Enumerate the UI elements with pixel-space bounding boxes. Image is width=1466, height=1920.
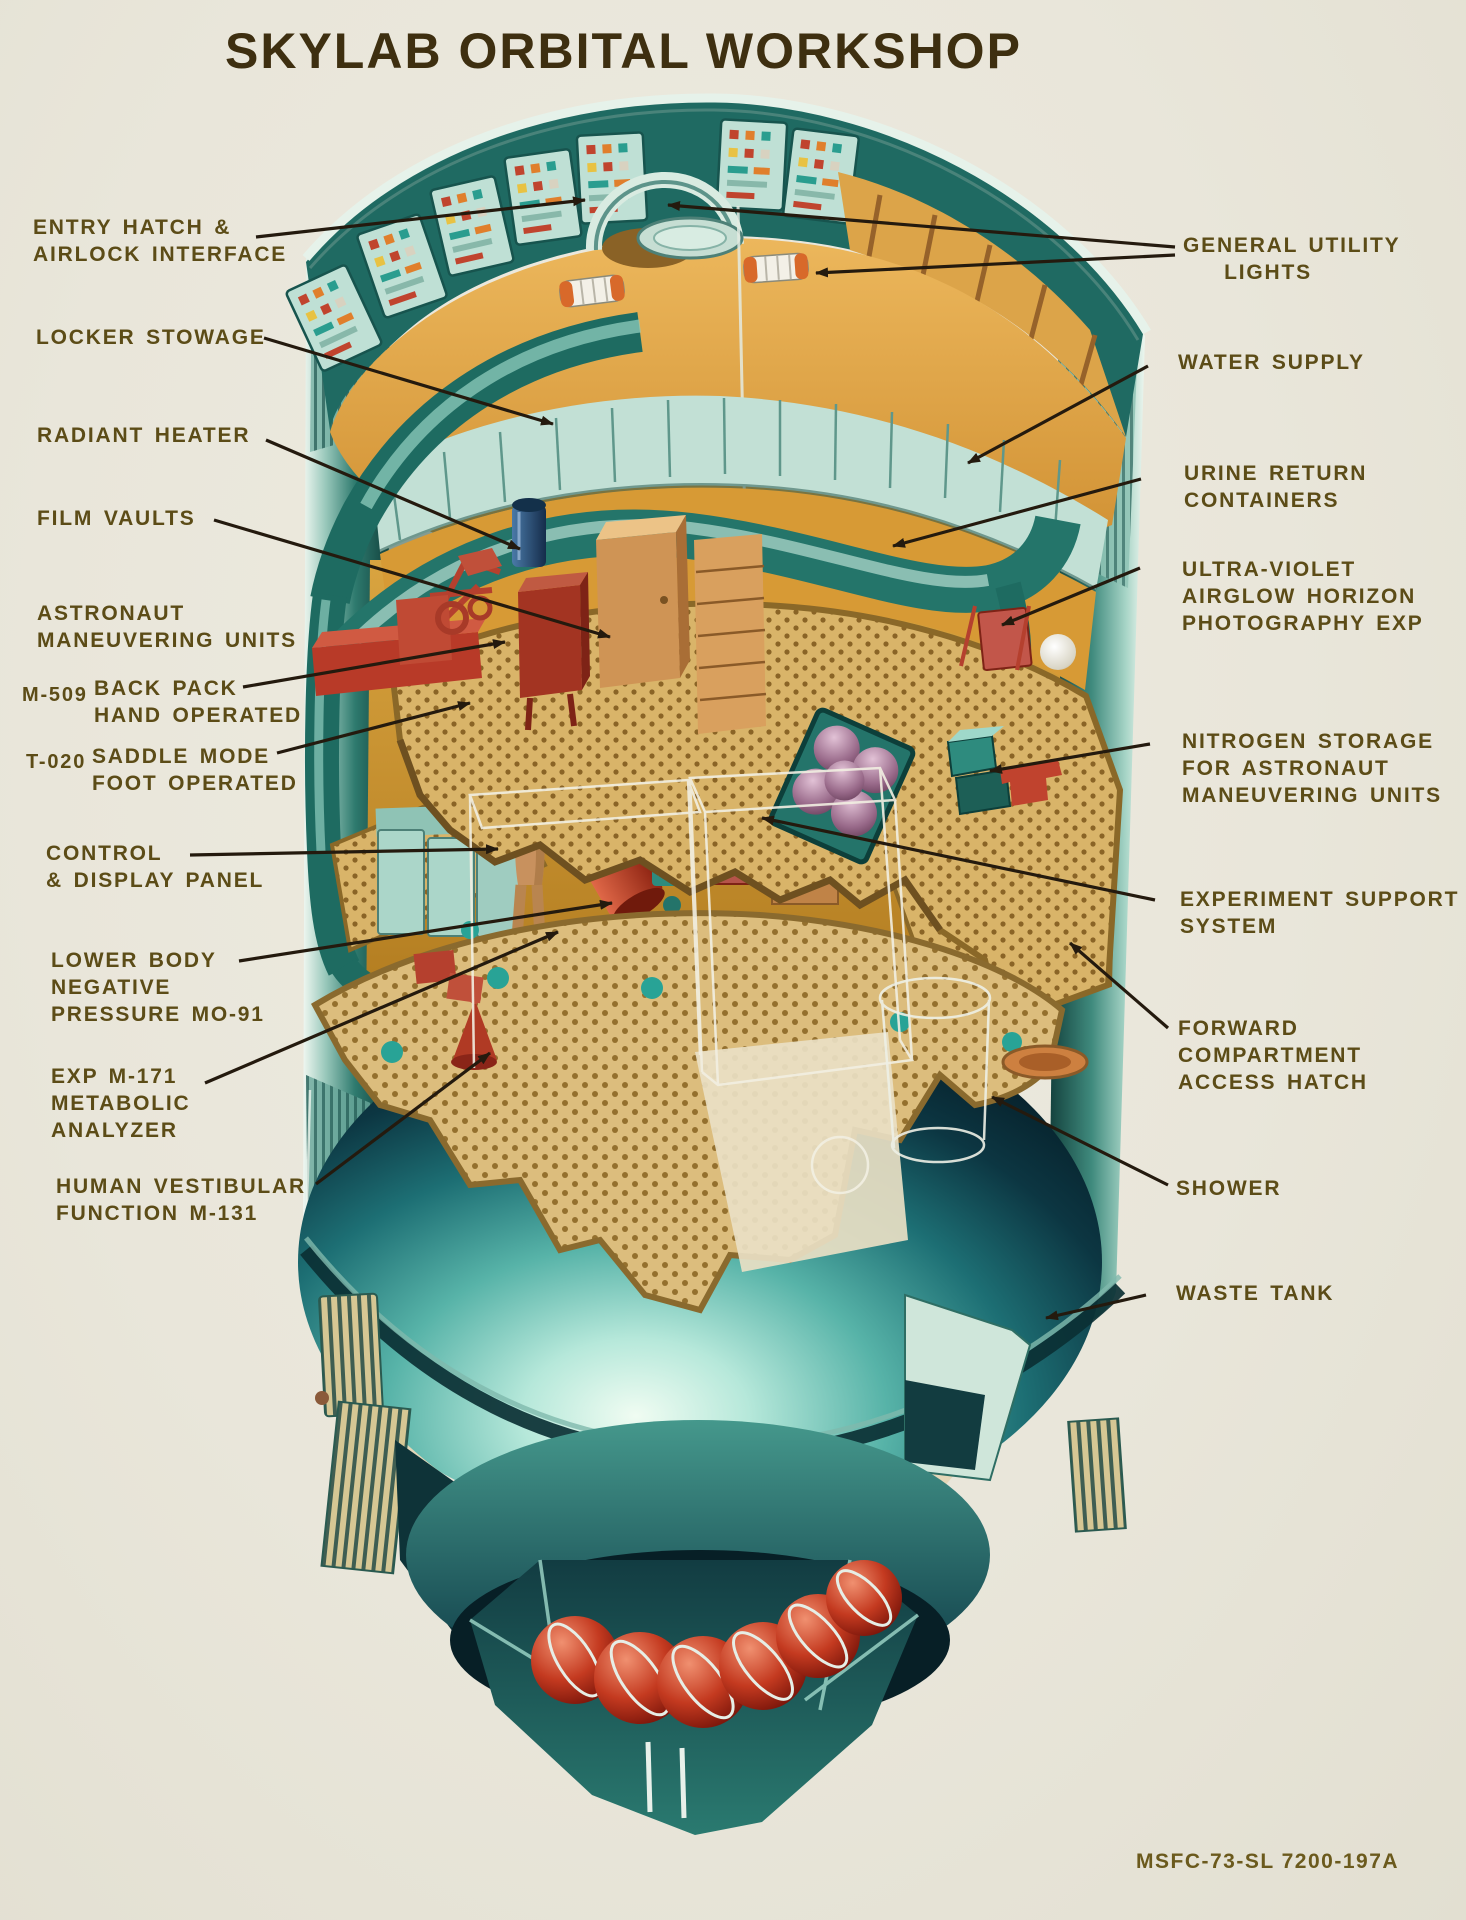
compartment-wireframes	[468, 766, 915, 1195]
shower-wireframe	[878, 976, 992, 1164]
label-radiant-heater: RADIANT HEATER	[37, 424, 251, 447]
leader-general-utility-a	[667, 201, 1176, 249]
radiant-heater-cylinder	[512, 498, 546, 567]
leader-shower	[991, 1095, 1169, 1187]
leader-urine-return	[892, 477, 1142, 548]
label-shower: SHOWER	[1176, 1177, 1282, 1200]
small-red-equipment	[413, 949, 484, 1004]
leader-human-vestibular	[315, 1051, 491, 1186]
label-t020-saddle-prefix: T-020	[26, 751, 87, 773]
page-title: SKYLAB ORBITAL WORKSHOP	[225, 23, 1022, 79]
leader-line-layer	[189, 196, 1176, 1321]
label-control-display-panel: CONTROL& DISPLAY PANEL	[46, 842, 265, 892]
leader-control-display-panel	[189, 844, 499, 857]
label-waste-tank: WASTE TANK	[1176, 1282, 1335, 1305]
walkway-panel	[695, 1032, 908, 1272]
label-m509-backpack-prefix: M-509	[22, 684, 88, 706]
leader-forward-hatch	[1068, 941, 1170, 1030]
image-reference-number: MSFC-73-SL 7200-197A	[1136, 1850, 1400, 1873]
leader-ultra-violet	[1001, 566, 1141, 627]
label-film-vaults: FILM VAULTS	[37, 507, 196, 530]
leader-film-vaults	[213, 518, 611, 639]
nitrogen-sphere-rack	[768, 707, 916, 865]
entry-hatch-graphic	[585, 172, 760, 1116]
floor-fittings	[381, 921, 1022, 1063]
leader-t020-saddle	[276, 701, 471, 755]
forward-floor-equipment	[312, 498, 1076, 865]
leader-m509-backpack	[242, 639, 506, 689]
leader-nitrogen-storage	[989, 742, 1151, 774]
label-water-supply: WATER SUPPLY	[1178, 351, 1365, 374]
leader-locker-stowage	[263, 336, 554, 426]
nitrogen-storage-boxes	[946, 726, 1062, 816]
leader-experiment-support	[761, 815, 1156, 902]
uv-airglow-camera	[959, 605, 1076, 672]
film-vault-cabinet	[596, 515, 690, 688]
t020-foot-platform	[312, 595, 493, 696]
leader-exp-m171	[204, 930, 559, 1085]
label-locker-stowage: LOCKER STOWAGE	[36, 326, 266, 349]
leader-lower-body	[238, 899, 613, 963]
top-rim	[302, 93, 1151, 341]
leader-general-utility-b	[815, 253, 1176, 278]
leader-water-supply	[967, 364, 1149, 465]
crew-floor	[310, 766, 1089, 1314]
leader-radiant-heater	[265, 438, 521, 551]
stowage-drawer-unit	[694, 534, 767, 734]
leader-entry-hatch	[255, 196, 586, 239]
aft-structure	[406, 1420, 990, 1835]
leader-waste-tank	[1045, 1293, 1147, 1321]
oxygen-spheres	[531, 1560, 902, 1728]
waste-basin	[1001, 1044, 1089, 1080]
label-entry-hatch: ENTRY HATCH &AIRLOCK INTERFACE	[33, 216, 288, 266]
